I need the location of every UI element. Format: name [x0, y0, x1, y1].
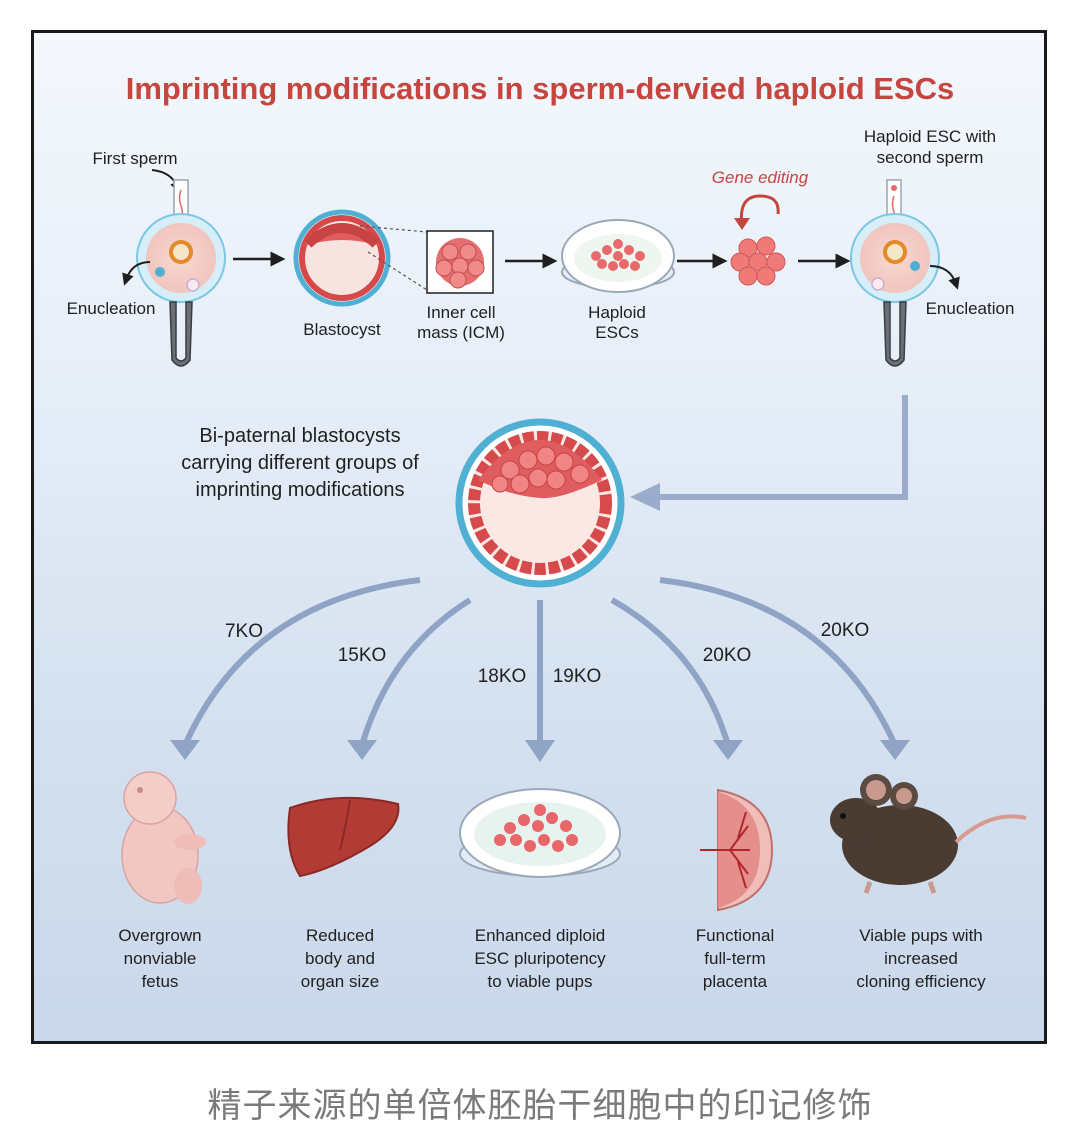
- mouse-illustration: [830, 774, 1027, 894]
- svg-text:Reduced: Reduced: [306, 926, 374, 945]
- ko-label: 7KO: [225, 621, 263, 642]
- bipaternal-line2: carrying different groups of: [181, 452, 419, 474]
- svg-text:fetus: fetus: [142, 972, 179, 991]
- ko-label: 19KO: [553, 666, 602, 687]
- left-oocyte: First sperm Enucleation: [67, 149, 226, 367]
- svg-text:placenta: placenta: [703, 972, 768, 991]
- haploid-escs-line1: Haploid: [588, 303, 646, 322]
- svg-text:organ size: organ size: [301, 972, 379, 991]
- outcome-organ: Reduced body and organ size: [301, 926, 379, 991]
- haploid-esc-dish: Haploid ESCs: [561, 219, 675, 342]
- icm-label-line2: mass (ICM): [417, 323, 505, 342]
- outcome-placenta: Functional full-term placenta: [696, 926, 774, 991]
- figure-title: Imprinting modifications in sperm-dervie…: [126, 71, 955, 106]
- svg-text:Viable pups with: Viable pups with: [859, 926, 983, 945]
- icm-label-line1: Inner cell: [427, 303, 496, 322]
- liver-illustration: [287, 796, 400, 878]
- fetus-illustration: [121, 771, 206, 904]
- gene-editing: Gene editing: [712, 168, 809, 286]
- bipaternal-line3: imprinting modifications: [196, 479, 405, 501]
- first-sperm-label: First sperm: [93, 149, 178, 168]
- enucleation-left-label: Enucleation: [67, 299, 156, 318]
- gene-editing-label: Gene editing: [712, 168, 809, 187]
- svg-text:to viable pups: to viable pups: [488, 972, 593, 991]
- bipaternal-blastocyst: [455, 418, 625, 588]
- blastocyst: Blastocyst: [293, 209, 391, 339]
- haploid-escs-line2: ESCs: [595, 323, 638, 342]
- svg-text:full-term: full-term: [704, 949, 765, 968]
- svg-text:increased: increased: [884, 949, 958, 968]
- ko-label: 15KO: [338, 645, 387, 666]
- holding-pipette: [169, 301, 193, 367]
- haploid-esc-second-line1: Haploid ESC with: [864, 127, 996, 146]
- placenta-illustration: [700, 788, 774, 912]
- ko-label: 20KO: [703, 645, 752, 666]
- blastocyst-label: Blastocyst: [303, 320, 381, 339]
- svg-text:Functional: Functional: [696, 926, 774, 945]
- nucleus: [169, 240, 193, 264]
- svg-text:ESC pluripotency: ESC pluripotency: [474, 949, 606, 968]
- icm: Inner cell mass (ICM): [417, 230, 505, 342]
- svg-text:nonviable: nonviable: [124, 949, 197, 968]
- outcome-fetus: Overgrown nonviable fetus: [118, 926, 201, 991]
- right-oocyte: Haploid ESC with second sperm Enucleatio…: [850, 127, 1015, 367]
- bipaternal-line1: Bi-paternal blastocysts: [199, 425, 400, 447]
- fan-arrows: [182, 577, 898, 747]
- svg-text:Enhanced diploid: Enhanced diploid: [475, 926, 605, 945]
- outcome-pluripotency: Enhanced diploid ESC pluripotency to via…: [474, 926, 606, 991]
- svg-text:Overgrown: Overgrown: [118, 926, 201, 945]
- svg-text:cloning efficiency: cloning efficiency: [856, 972, 986, 991]
- svg-text:body and: body and: [305, 949, 375, 968]
- figure-caption: 精子来源的单倍体胚胎干细胞中的印记修饰: [207, 1086, 873, 1126]
- ko-label: 18KO: [478, 666, 527, 687]
- enucleation-right-label: Enucleation: [926, 299, 1015, 318]
- connector-arrow: [655, 395, 908, 500]
- diagram-canvas: Imprinting modifications in sperm-dervie…: [67, 71, 1027, 991]
- outcome-viable-pups: Viable pups with increased cloning effic…: [856, 926, 986, 991]
- haploid-esc-second-line2: second sperm: [877, 148, 984, 167]
- diploid-esc-dish: [459, 788, 621, 878]
- ko-label: 20KO: [821, 620, 870, 641]
